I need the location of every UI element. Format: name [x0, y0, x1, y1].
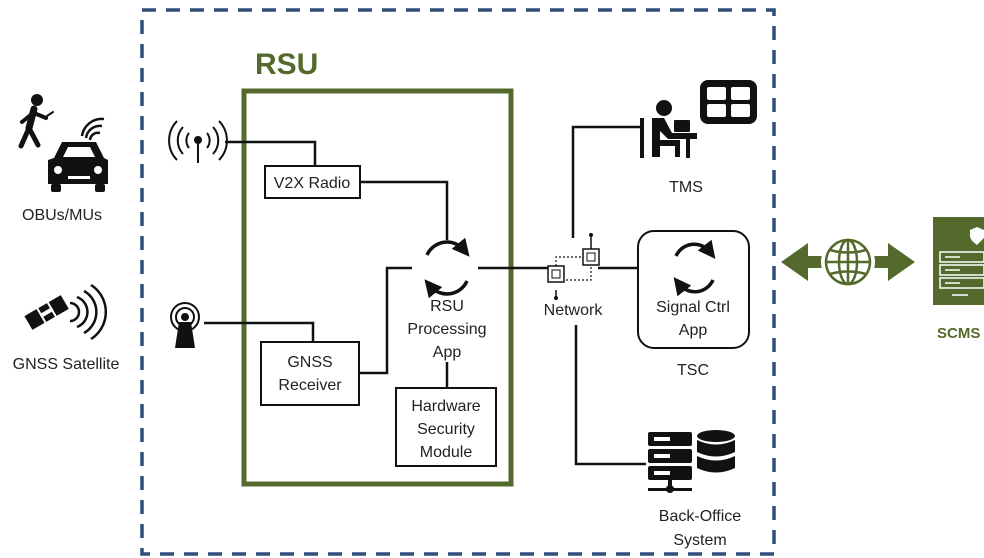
gnss-receiver-box: [260, 341, 360, 406]
pedestrian-icon: [18, 94, 54, 149]
signal-ctrl-box: [637, 230, 750, 349]
hsm-label-2: Security: [417, 421, 475, 438]
tms-label: TMS: [669, 179, 703, 196]
hsm-label-3: Module: [420, 444, 473, 461]
rsu-box: [241, 88, 514, 487]
sync-icon: [673, 239, 716, 297]
system-boundary: [140, 8, 776, 556]
processing-app-label-2: Processing: [407, 321, 486, 338]
processing-app-label-3: App: [433, 344, 462, 361]
operator-desk-icon: [640, 100, 697, 158]
sync-icon: [424, 237, 470, 299]
database-icon: [697, 430, 735, 473]
back-office-label-1: Back-Office: [659, 508, 742, 525]
hsm-box: [395, 387, 497, 467]
gps-antenna-icon: [170, 302, 200, 348]
grid-icon: [700, 80, 757, 124]
signal-ctrl-label-1: Signal Ctrl: [656, 299, 730, 316]
gnss-receiver-label-1: GNSS: [287, 354, 332, 371]
server-icon: [648, 432, 692, 493]
v2x-radio-label: V2X Radio: [274, 175, 351, 192]
scms-label: SCMS: [937, 325, 980, 342]
back-office-label-2: System: [673, 532, 726, 549]
satellite-icon: [24, 283, 108, 341]
connector-lines: [204, 125, 670, 466]
obus-label: OBUs/MUs: [22, 207, 102, 224]
tsc-label: TSC: [677, 362, 709, 379]
gnss-receiver-label-2: Receiver: [278, 377, 342, 394]
network-label: Network: [544, 302, 604, 319]
v2x-radio-box: [264, 165, 361, 199]
rsu-title: RSU: [255, 48, 318, 81]
hsm-label-1: Hardware: [411, 398, 480, 415]
network-switch-icon: [547, 233, 600, 300]
signal-ctrl-label-2: App: [679, 322, 708, 339]
gnss-satellite-label: GNSS Satellite: [13, 356, 120, 373]
globe-icon: [781, 235, 915, 289]
car-icon: [48, 117, 108, 192]
scms-server-icon: [933, 217, 984, 305]
processing-app-label-1: RSU: [430, 298, 464, 315]
antenna-icon: [168, 120, 228, 163]
